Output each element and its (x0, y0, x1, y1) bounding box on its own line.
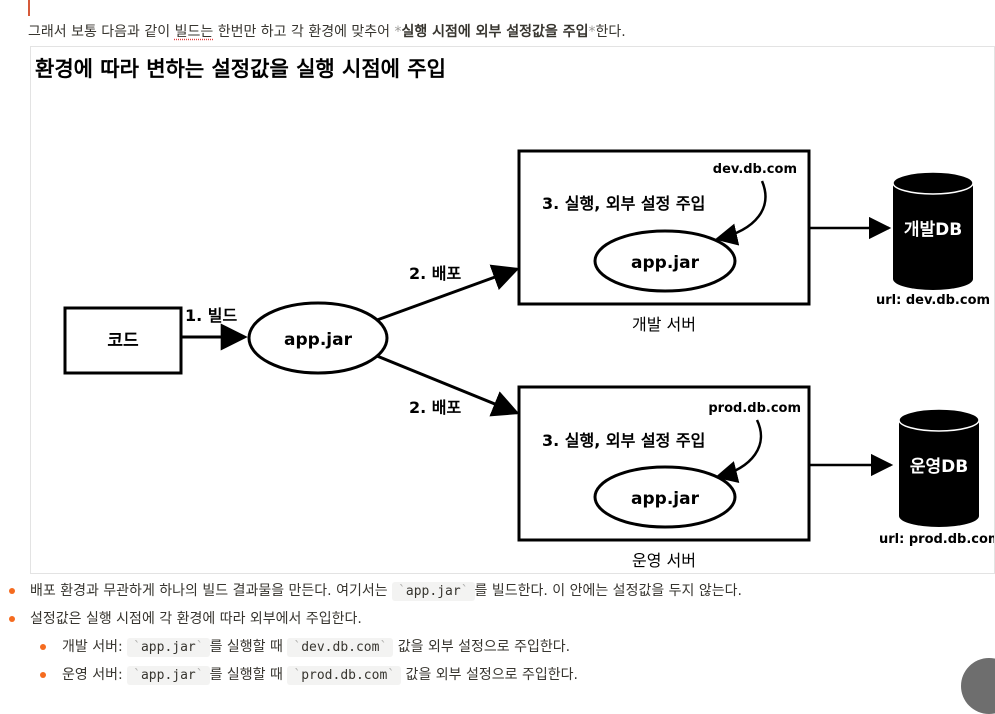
inline-code-prod-url: `prod.db.com` (287, 666, 402, 685)
inline-code-text: app.jar (140, 640, 196, 655)
inline-code-text: app.jar (405, 584, 461, 599)
bullet-item-2: 설정값은 실행 시점에 각 환경에 따라 외부에서 주입한다. (30, 611, 362, 627)
dev-db-url: url: dev.db.com (876, 293, 990, 308)
intro-text-1: 그래서 보통 다음과 같이 (28, 24, 175, 40)
code-box (63, 306, 183, 375)
diagram-svg: 환경에 따라 변하는 설정값을 실행 시점에 주입 코드 1. 빌드 app.j… (35, 57, 995, 570)
dev-db-label: 개발DB (904, 220, 962, 240)
bullet-dot-4 (40, 672, 46, 678)
dev-app-ellipse (593, 229, 737, 293)
dev-inject-arrow (714, 180, 767, 246)
prod-app-ellipse (593, 465, 737, 529)
deploy-label-prod: 2. 배포 (409, 398, 462, 417)
prod-server-caption: 운영 서버 (632, 551, 696, 570)
bullet-dot-3 (40, 644, 46, 650)
artifact-ellipse (247, 301, 389, 375)
bullet-dot-2 (9, 616, 15, 622)
bullet-item-4: 운영 서버: `app.jar`를 실행할 때 `prod.db.com` 값을… (62, 664, 578, 687)
bullet-3-text-post: 값을 외부 설정으로 주입한다. (393, 639, 571, 655)
bullet-4-text-pre: 운영 서버: (62, 667, 128, 683)
deploy-label-dev: 2. 배포 (409, 264, 462, 283)
inline-code-app-jar: `app.jar` (127, 638, 210, 657)
inline-code-dev-url: `dev.db.com` (287, 638, 394, 657)
intro-paragraph: 그래서 보통 다음과 같이 빌드는 한번만 하고 각 환경에 맞추어 *실행 시… (28, 22, 626, 42)
intro-text-3: 한다. (595, 24, 626, 40)
prod-db-url: url: prod.db.com (879, 532, 995, 547)
emphasis-mark-open: * (394, 24, 402, 40)
bullet-3-text-mid: 를 실행할 때 (209, 639, 288, 655)
prod-db-label: 운영DB (910, 457, 968, 477)
bullet-1-text-post: 를 빌드한다. 이 안에는 설정값을 두지 않는다. (474, 583, 742, 599)
block-accent-bar (28, 0, 30, 16)
inline-code-app-jar: `app.jar` (392, 582, 475, 601)
dev-url-note: dev.db.com (713, 162, 797, 177)
deploy-arrow-dev (376, 264, 520, 322)
inline-code-text: prod.db.com (301, 668, 388, 683)
bullet-1-text-pre: 배포 환경과 무관하게 하나의 빌드 결과물을 만든다. 여기서는 (30, 583, 393, 599)
help-button[interactable] (961, 658, 995, 714)
bullet-4-text-mid: 를 실행할 때 (209, 667, 288, 683)
build-label: 1. 빌드 (185, 306, 238, 325)
bullet-item-1: 배포 환경과 무관하게 하나의 빌드 결과물을 만든다. 여기서는 `app.j… (30, 580, 742, 603)
prod-inject-arrow (714, 419, 763, 483)
inline-code-app-jar: `app.jar` (127, 666, 210, 685)
prod-app-label: app.jar (631, 489, 700, 509)
bullet-item-3: 개발 서버: `app.jar`를 실행할 때 `dev.db.com` 값을 … (62, 636, 570, 659)
intro-spell-word: 빌드는 (174, 24, 214, 40)
deploy-arrow-prod (376, 354, 520, 417)
bullet-dot-1 (9, 588, 15, 594)
emphasis-mark-close: * (588, 24, 596, 40)
bullet-3-text-pre: 개발 서버: (62, 639, 128, 655)
code-box-label: 코드 (107, 331, 139, 351)
dev-app-label: app.jar (631, 253, 700, 273)
prod-db-cylinder-icon (898, 408, 980, 527)
inline-code-text: app.jar (140, 668, 196, 683)
diagram-image[interactable]: 환경에 따라 변하는 설정값을 실행 시점에 주입 코드 1. 빌드 app.j… (30, 46, 995, 574)
dev-db-cylinder-icon (892, 171, 974, 290)
dev-server-caption: 개발 서버 (632, 315, 696, 334)
intro-text-2: 한번만 하고 각 환경에 맞추어 (213, 24, 395, 40)
intro-bold: 실행 시점에 외부 설정값을 주입 (401, 24, 589, 40)
inline-code-text: dev.db.com (301, 640, 380, 655)
dev-inject-label: 3. 실행, 외부 설정 주입 (542, 194, 705, 213)
diagram-title: 환경에 따라 변하는 설정값을 실행 시점에 주입 (35, 57, 446, 81)
bullet-4-text-post: 값을 외부 설정으로 주입한다. (401, 667, 578, 683)
artifact-label: app.jar (284, 330, 353, 350)
prod-inject-label: 3. 실행, 외부 설정 주입 (542, 431, 705, 450)
prod-url-note: prod.db.com (708, 401, 801, 416)
